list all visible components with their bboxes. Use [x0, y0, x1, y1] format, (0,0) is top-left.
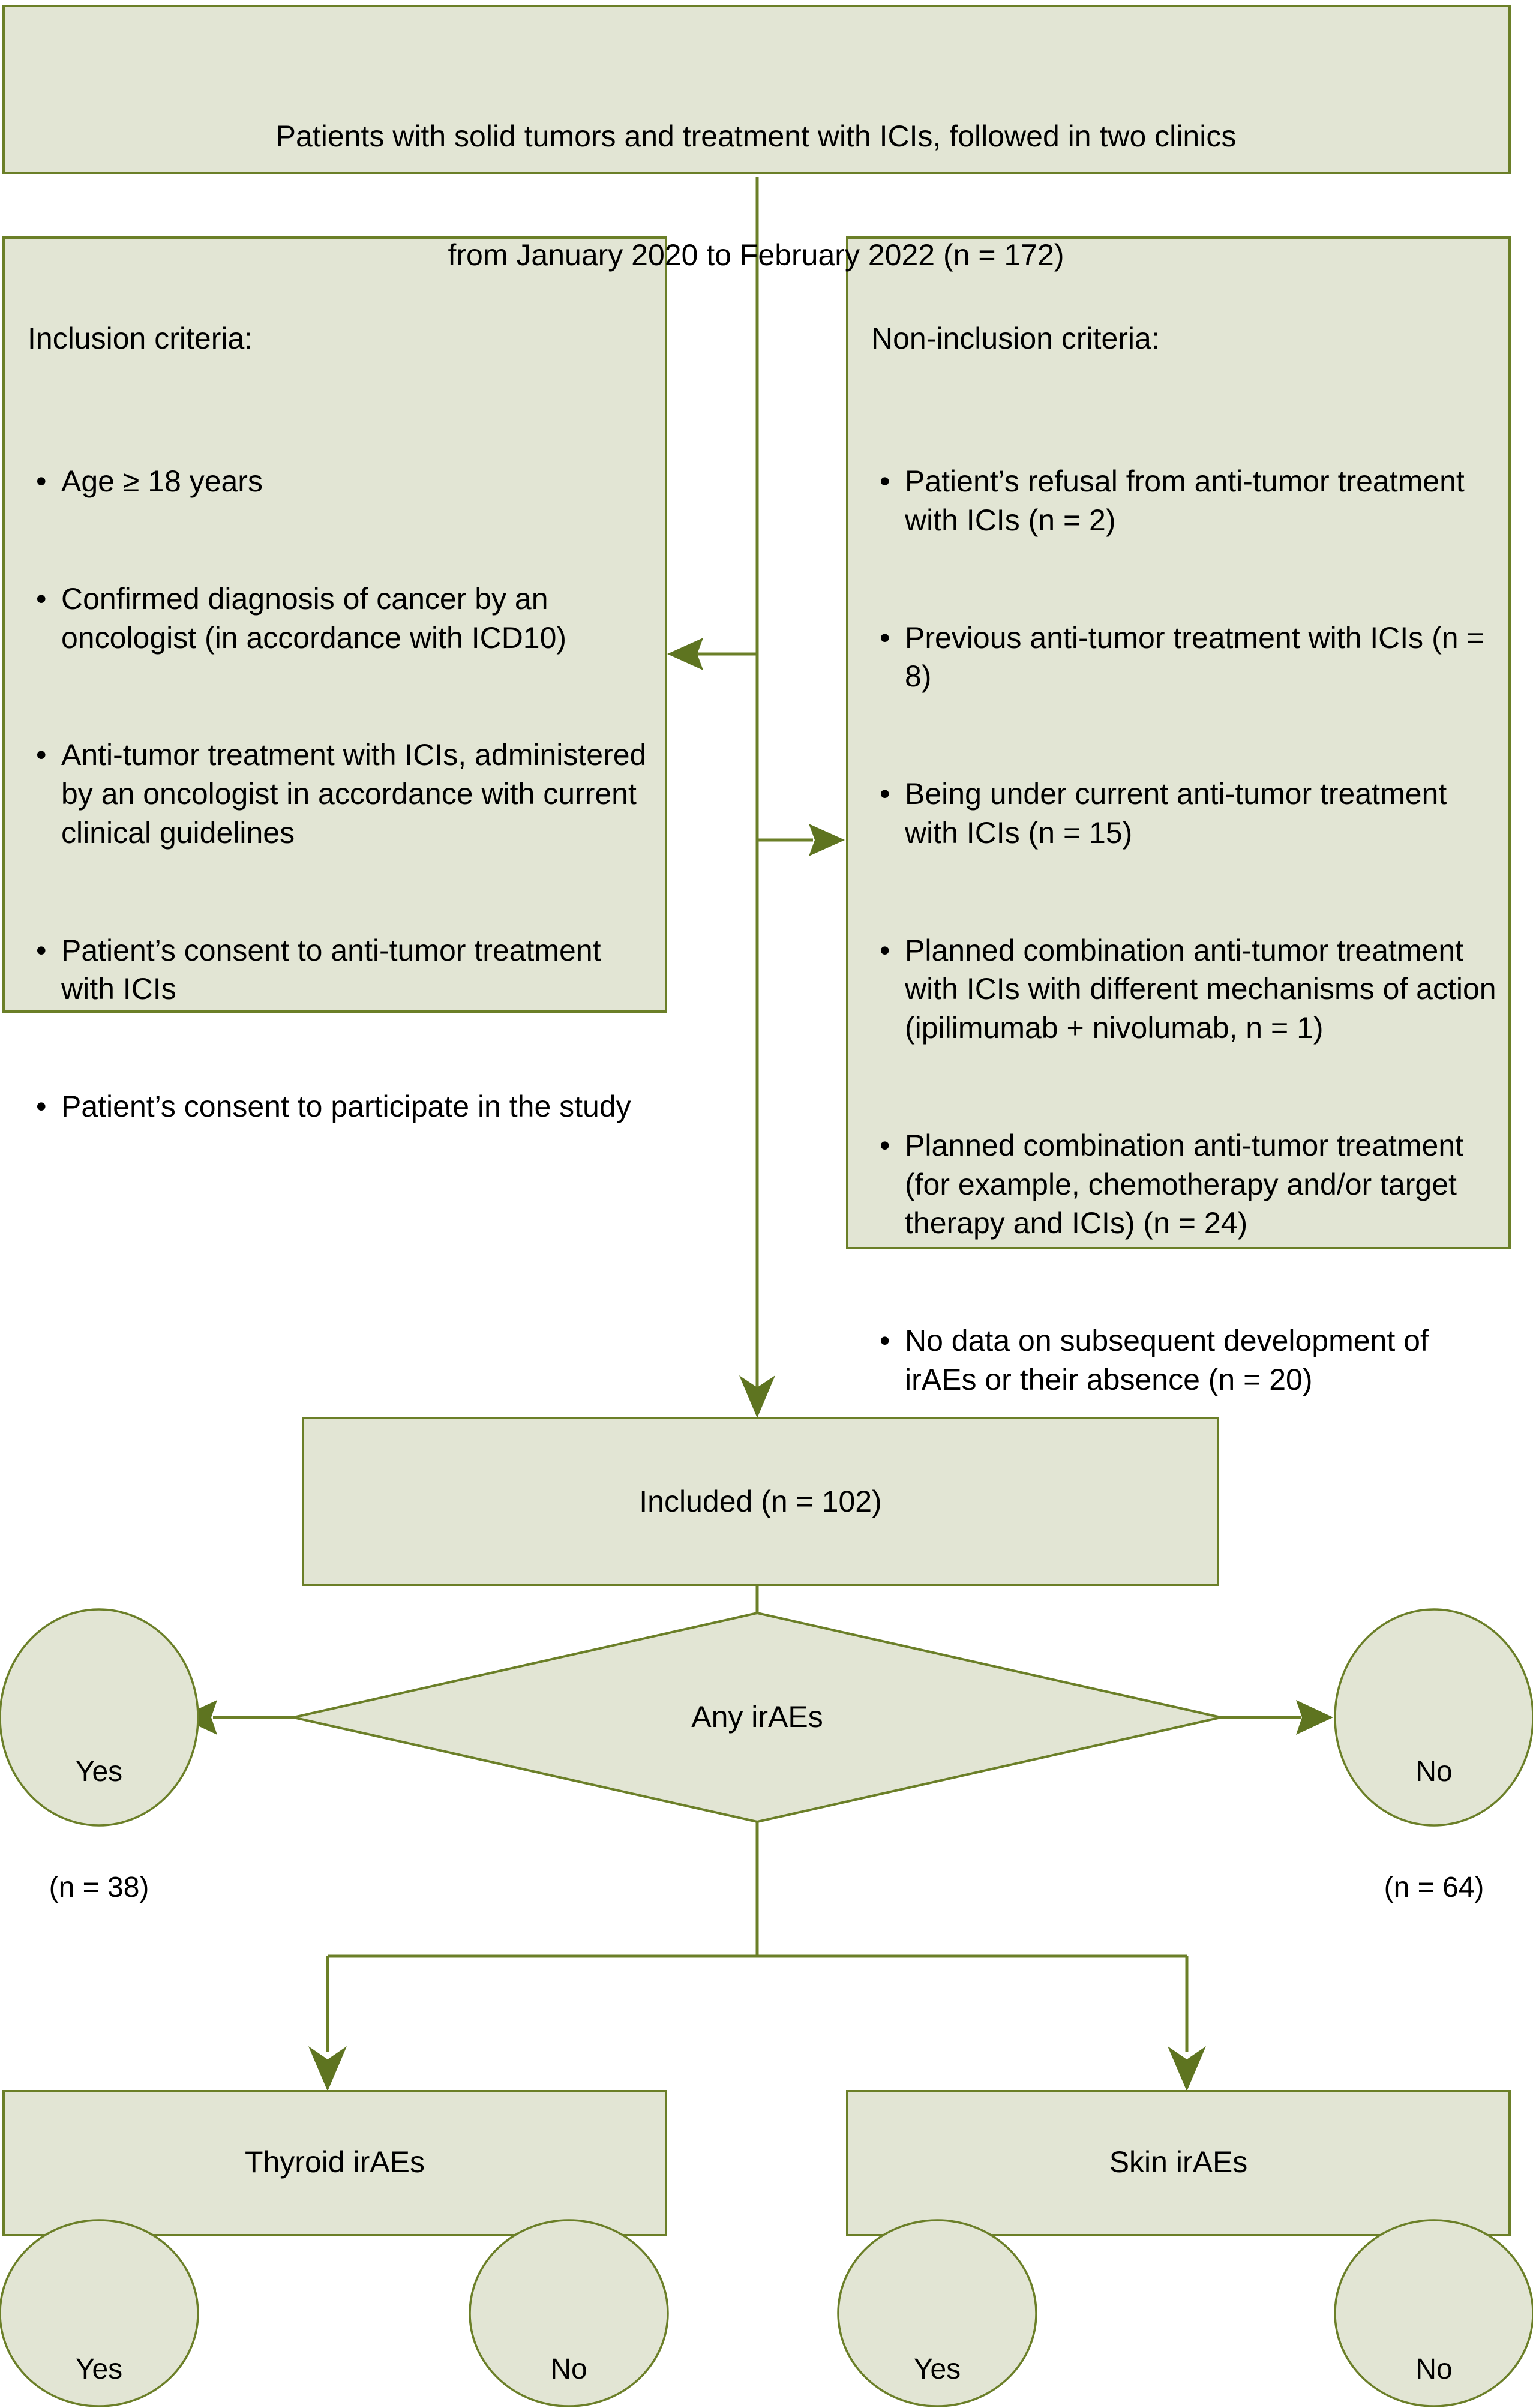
inclusion-item-0: Age ≥ 18 years — [61, 464, 263, 499]
list-item: • Anti-tumor treatment with ICIs, adminis… — [28, 736, 655, 852]
skin-box-label: Skin irAEs — [1109, 2145, 1248, 2179]
arrow-head-skin — [1168, 2046, 1206, 2091]
inclusion-criteria-content: Inclusion criteria: • Age ≥ 18 years • Con… — [28, 294, 655, 1230]
decision-no-line-1: No — [1415, 1755, 1453, 1788]
inclusion-item-3: Patient’s consent to anti-tumor treatmen… — [61, 933, 610, 1006]
thyroid-yes-line-1: Yes — [75, 2353, 123, 2385]
list-item: • Previous anti-tumor treatment with ICIs… — [871, 619, 1499, 697]
thyroid-yes-label: Yes (n = 13) — [6, 2273, 192, 2408]
bullet-icon: • — [36, 738, 47, 772]
bullet-icon: • — [36, 933, 47, 967]
thyroid-box-label: Thyroid irAEs — [244, 2145, 425, 2179]
bullet-icon: • — [880, 1324, 890, 1358]
decision-yes-circle — [0, 1608, 199, 1827]
skin-iraes-box — [846, 2090, 1511, 2236]
bullet-icon: • — [880, 777, 890, 811]
non-inclusion-item-0: Patient’s refusal from anti-tumor treatm… — [905, 464, 1473, 537]
thyroid-iraes-box — [2, 2090, 667, 2236]
arrow-head-decision-no — [1296, 1700, 1333, 1735]
non-inclusion-item-5: No data on subsequent development of irA… — [905, 1324, 1437, 1396]
skin-yes-line-1: Yes — [913, 2353, 961, 2385]
skin-no-label: No (n = 89) — [1341, 2273, 1527, 2408]
skin-yes-label: Yes (n = 13) — [844, 2273, 1030, 2408]
non-inclusion-criteria-box — [846, 236, 1511, 1249]
bullet-icon: • — [36, 581, 47, 616]
thyroid-yes-circle — [0, 2219, 199, 2407]
list-item: • Confirmed diagnosis of cancer by an onc… — [28, 580, 655, 658]
decision-yes-label: Yes (n = 38) — [6, 1675, 192, 1984]
list-item: • Being under current anti-tumor treatmen… — [871, 775, 1499, 853]
bullet-icon: • — [36, 1090, 47, 1124]
decision-no-circle — [1334, 1608, 1533, 1827]
bullet-icon: • — [880, 933, 890, 967]
arrow-head-inclusion — [667, 638, 703, 670]
title-box-text: Patients with solid tumors and treatment… — [36, 37, 1476, 354]
bullet-icon: • — [36, 464, 47, 499]
inclusion-item-1: Confirmed diagnosis of cancer by an onco… — [61, 581, 567, 655]
decision-label: Any irAEs — [691, 1700, 823, 1734]
non-inclusion-item-2: Being under current anti-tumor treatment… — [905, 777, 1456, 850]
non-inclusion-heading: Non-inclusion criteria: — [871, 321, 1160, 355]
thyroid-no-circle — [469, 2219, 669, 2407]
list-item: • Age ≥ 18 years — [28, 462, 655, 501]
arrow-head-non-inclusion — [809, 824, 845, 856]
list-item: • Patient’s refusal from anti-tumor treat… — [871, 462, 1499, 540]
decision-yes-line-2: (n = 38) — [49, 1871, 149, 1903]
bullet-icon: • — [880, 464, 890, 499]
decision-yes-line-1: Yes — [75, 1755, 123, 1788]
list-item: • Planned combination anti-tumor treatmen… — [871, 1126, 1499, 1243]
list-item: • No data on subsequent development of ir… — [871, 1321, 1499, 1399]
skin-yes-circle — [837, 2219, 1037, 2407]
included-box — [302, 1417, 1219, 1586]
list-item: • Patient’s consent to anti-tumor treatme… — [28, 931, 655, 1009]
non-inclusion-item-4: Planned combination anti-tumor treatment… — [905, 1128, 1472, 1240]
non-inclusion-criteria-list: • Patient’s refusal from anti-tumor treat… — [871, 384, 1499, 1478]
bullet-icon: • — [880, 620, 890, 655]
title-line-1: Patients with solid tumors and treatment… — [275, 119, 1237, 153]
inclusion-heading: Inclusion criteria: — [28, 321, 253, 355]
included-box-label: Included (n = 102) — [639, 1485, 882, 1518]
skin-no-line-1: No — [1415, 2353, 1453, 2385]
title-box — [2, 5, 1511, 174]
non-inclusion-criteria-content: Non-inclusion criteria: • Patient’s refus… — [871, 294, 1499, 1503]
arrow-head-included — [739, 1375, 775, 1418]
thyroid-no-line-1: No — [550, 2353, 587, 2385]
list-item: • Patient’s consent to participate in the… — [28, 1087, 655, 1126]
decision-no-label: No (n = 64) — [1341, 1675, 1527, 1984]
bullet-icon: • — [880, 1128, 890, 1162]
decision-no-line-2: (n = 64) — [1384, 1871, 1484, 1903]
title-line-2: from January 2020 to February 2022 (n = … — [448, 238, 1064, 272]
inclusion-criteria-box — [2, 236, 667, 1013]
inclusion-item-4: Patient’s consent to participate in the … — [61, 1090, 631, 1124]
list-item: •Planned combination anti-tumor treatmen… — [871, 931, 1499, 1048]
skin-no-circle — [1334, 2219, 1533, 2407]
non-inclusion-item-1: Previous anti-tumor treatment with ICIs … — [905, 620, 1493, 694]
non-inclusion-item-3: Planned combination anti-tumor treatment… — [905, 933, 1505, 1045]
inclusion-criteria-list: • Age ≥ 18 years • Confirmed diagnosis of … — [28, 384, 655, 1205]
inclusion-item-2: Anti-tumor treatment with ICIs, administ… — [61, 738, 655, 850]
arrow-head-thyroid — [308, 2046, 347, 2091]
thyroid-no-label: No (n = 89) — [476, 2273, 662, 2408]
